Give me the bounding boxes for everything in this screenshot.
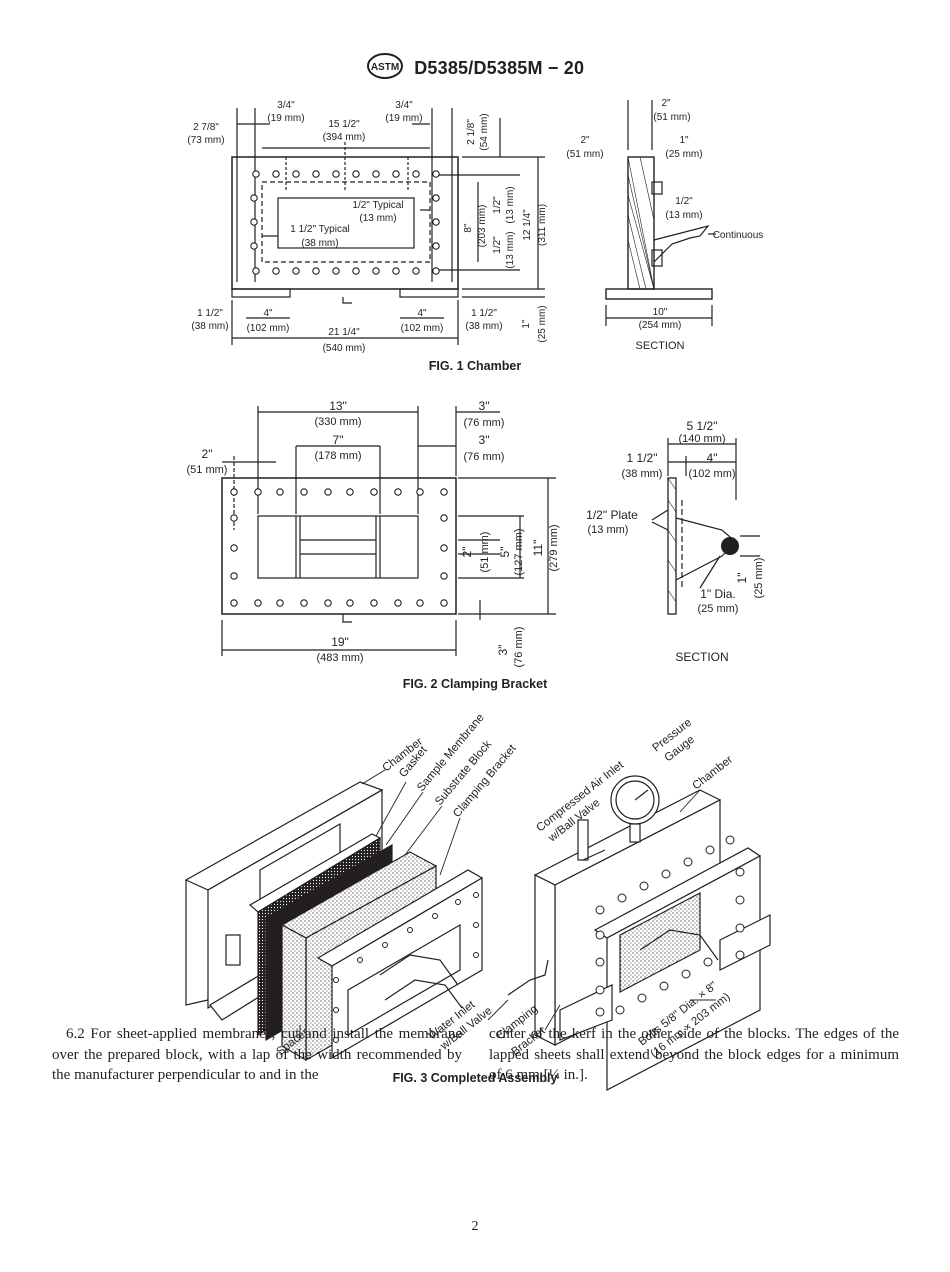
fig1-dim-1512-mm: (394 mm) <box>323 132 366 143</box>
fig1-sec-2b-mm: (51 mm) <box>566 149 603 160</box>
fig2-vdim-5: 5" <box>498 547 512 558</box>
fig2-dim-19: 19" <box>331 635 349 649</box>
logo-text: ASTM <box>371 62 399 73</box>
fig1-dim-2114-mm: (540 mm) <box>323 343 366 354</box>
figure-3-caption: FIG. 3 Completed Assembly <box>392 1071 558 1085</box>
fig2-vdim-5-mm: (127 mm) <box>513 528 525 575</box>
fig1-dim-112b-mm: (38 mm) <box>465 321 502 332</box>
fig1-typ-112-mm: (38 mm) <box>301 238 338 249</box>
astm-logo: ASTM <box>366 52 404 85</box>
chamber-bolt-holes <box>250 170 440 275</box>
fig1-sec-2b: 2" <box>580 135 590 146</box>
fig1-typ-12-mm: (13 mm) <box>359 213 396 224</box>
fig1-dim-34a: 3/4" <box>277 100 295 111</box>
fig1-dim-8: 8" <box>463 223 474 233</box>
fig1-sec-1-mm: (25 mm) <box>665 149 702 160</box>
fig1-dim-112a: 1 1/2" <box>197 308 223 319</box>
assembly-bolts <box>333 835 745 1043</box>
fig1-dim-1512: 15 1/2" <box>328 119 360 130</box>
fig1-dim-2114: 21 1/4" <box>328 327 360 338</box>
fig1-dim-12b: 1/2" <box>492 236 503 254</box>
fig2-dim-3b-mm: (76 mm) <box>464 451 505 463</box>
fig1-dim-1214-mm: (311 mm) <box>537 204 548 246</box>
fig1-dim-1214: 12 1/4" <box>522 209 533 241</box>
fig1-dim-1: 1" <box>521 319 532 329</box>
fig2-section-label: SECTION <box>675 650 728 664</box>
fig1-dim-218-mm: (54 mm) <box>479 113 490 150</box>
bracket-bolt-holes <box>230 488 448 607</box>
fig1-dim-278: 2 7/8" <box>193 122 219 133</box>
fig2-dim-2: 2" <box>202 447 213 461</box>
fig2-plate-mm: (13 mm) <box>588 524 629 536</box>
fig1-dim-34a-mm: (19 mm) <box>267 113 304 124</box>
fig2-sec-4-mm: (102 mm) <box>688 468 735 480</box>
fig2-vdim-2: 2" <box>460 547 474 558</box>
fig1-dim-278-mm: (73 mm) <box>187 135 224 146</box>
fig1-dim-12b-mm: (13 mm) <box>505 231 516 268</box>
fig2-dim-7-mm: (178 mm) <box>314 450 361 462</box>
fig1-sec-10-mm: (254 mm) <box>639 320 682 331</box>
fig1-dim-112b: 1 1/2" <box>471 308 497 319</box>
fig1-sec-1: 1" <box>679 135 689 146</box>
body-text-right-column: center of the kerf in the other side of … <box>489 1026 899 1083</box>
fig2-plate-label: 1/2" Plate <box>586 508 638 522</box>
fig1-dim-12a-mm: (13 mm) <box>505 186 516 223</box>
fig2-sec-1: 1" <box>735 573 749 584</box>
chamber-left-side <box>185 869 211 1006</box>
fig2-dim-13-mm: (330 mm) <box>314 416 361 428</box>
fig1-dim-34b-mm: (19 mm) <box>385 113 422 124</box>
fig2-sec-112: 1 1/2" <box>627 451 658 465</box>
fig2-dim-3b: 3" <box>479 433 490 447</box>
fig1-sec-12: 1/2" <box>675 196 693 207</box>
fig2-dim-13: 13" <box>329 399 347 413</box>
fig2-vdim-2-mm: (51 mm) <box>479 532 491 573</box>
fig2-dim-3a: 3" <box>479 399 490 413</box>
fig2-dia-label: 1" Dia. <box>700 587 736 601</box>
fig1-continuous-label: Continuous <box>713 230 764 241</box>
fig2-sec-1-mm: (25 mm) <box>753 558 765 599</box>
fig2-dia-mm: (25 mm) <box>698 603 739 615</box>
fig1-section-label: SECTION <box>636 340 685 352</box>
fig2-vdim-3: 3" <box>496 645 510 656</box>
fig2-dim-7: 7" <box>333 433 344 447</box>
fig2-sec-512-mm: (140 mm) <box>678 433 725 445</box>
fig1-dim-4b: 4" <box>417 308 427 319</box>
fig1-dim-4b-mm: (102 mm) <box>401 323 444 334</box>
fig1-sec-10: 10" <box>653 307 668 318</box>
fig2-dim-19-mm: (483 mm) <box>316 652 363 664</box>
fig1-sec-12-mm: (13 mm) <box>665 210 702 221</box>
fig1-dim-4a-mm: (102 mm) <box>247 323 290 334</box>
figure-2-caption: FIG. 2 Clamping Bracket <box>402 677 548 691</box>
fig3-label-chamber-right: Chamber <box>690 754 735 793</box>
fig1-sec-2a: 2" <box>661 98 671 109</box>
figure-1-caption: FIG. 1 Chamber <box>428 359 522 373</box>
fig1-dim-8-mm: (203 mm) <box>477 205 488 248</box>
fig1-dim-112a-mm: (38 mm) <box>191 321 228 332</box>
fig2-vdim-11-mm: (279 mm) <box>548 524 560 571</box>
fig2-dim-2-mm: (51 mm) <box>187 464 228 476</box>
fig1-dim-12a: 1/2" <box>492 196 503 214</box>
fig1-sec-2a-mm: (51 mm) <box>653 112 690 123</box>
fig1-dim-218: 2 1/8" <box>466 119 477 145</box>
page-header: ASTM D5385/D5385M − 20 <box>0 52 950 85</box>
fig2-sec-512: 5 1/2" <box>687 419 718 433</box>
fig1-typ-12: 1/2" Typical <box>352 200 403 211</box>
fig2-sec-112-mm: (38 mm) <box>622 468 663 480</box>
page-number: 2 <box>471 1219 479 1234</box>
fig1-typ-112: 1 1/2" Typical <box>290 224 350 235</box>
fig2-vdim-3-mm: (76 mm) <box>513 627 525 668</box>
standard-designation: D5385/D5385M − 20 <box>414 58 585 78</box>
fig2-dim-3a-mm: (76 mm) <box>464 417 505 429</box>
fig1-dim-34b: 3/4" <box>395 100 413 111</box>
fig1-dim-1-mm: (25 mm) <box>537 305 548 342</box>
body-text-left-column: 6.2 For sheet-applied membranes, cut and… <box>52 1026 462 1083</box>
fig2-sec-4: 4" <box>707 451 718 465</box>
fig1-dim-4a: 4" <box>263 308 273 319</box>
fig2-vdim-11: 11" <box>531 540 545 557</box>
